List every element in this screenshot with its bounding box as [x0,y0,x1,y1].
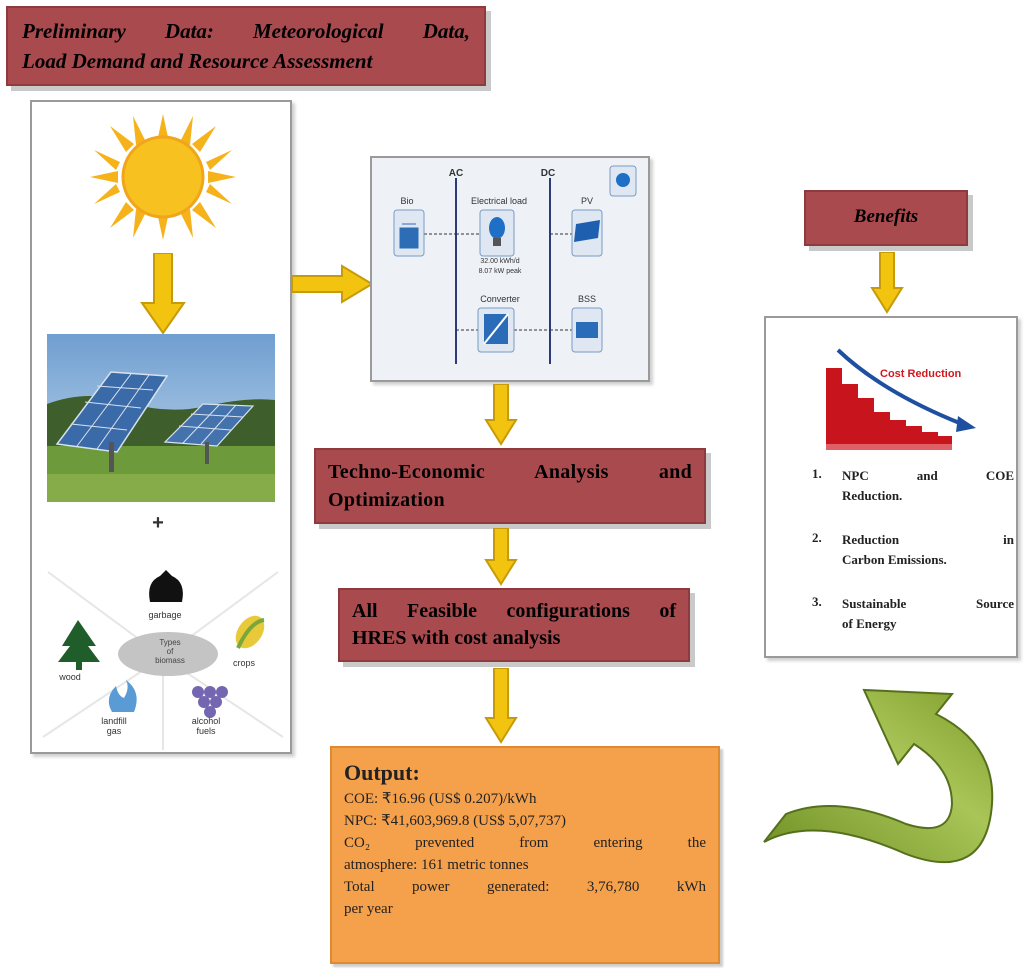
benefit-item-2-num: 2. [812,530,822,545]
benefits-box: Benefits [804,190,968,246]
plus-sign: + [152,512,164,534]
benefit-item-2-line1: Reduction in [842,532,1014,547]
techno-line2: Optimization [328,489,445,511]
schematic-bio-label: Bio [400,196,414,206]
corn-icon [235,615,265,649]
benefits-title: Benefits [853,206,919,227]
output-box: Output: COE: ₹16.96 (US$ 0.207)/kWh NPC:… [330,746,720,964]
garbage-bag-icon [149,570,183,602]
output-npc: NPC: ₹41,603,969.8 (US$ 5,07,737) [344,813,567,829]
biomass-label-garbage: garbage [148,610,182,620]
benefit-item-3-line2: of Energy [842,616,897,631]
schematic-load-sub2: 8.07 kW peak [478,268,522,275]
cost-reduction-chart [826,348,976,450]
feasible-line2: HRES with cost analysis [352,627,561,649]
output-power-line2: per year [344,901,393,917]
output-co2-line2: atmosphere: 161 metric tonnes [344,857,529,873]
output-co2-line1: CO₂ prevented from entering the [344,835,706,851]
benefit-item-1-num: 1. [812,466,822,481]
benefit-item-2-line2: Carbon Emissions. [842,552,947,567]
arrow-benefits-to-list [870,252,904,314]
arrow-sun-to-panel [140,253,186,335]
feasible-line1: All Feasible configurations of [352,600,676,622]
benefit-item-1-line1: NPC and COE [842,468,1014,483]
schematic-load-sub1: 32.00 kWh/d [480,258,520,265]
benefit-item-1-line2: Reduction. [842,488,903,503]
schematic-converter-label: Converter [480,294,520,304]
techno-line1: Techno-Economic Analysis and [328,461,692,483]
biomass-label-alcohol: alcohol fuels [191,716,221,736]
arrow-analysis-to-configurations [484,528,518,586]
output-power-line1: Total power generated: 3,76,780 kWh [344,879,706,895]
benefit-item-1: 1. NPC and COE Reduction. [812,466,1014,510]
benefit-item-3-num: 3. [812,594,822,609]
biomass-center-line3: biomass [155,656,185,665]
benefit-item-2: 2. Reduction in Carbon Emissions. [812,530,1014,574]
preliminary-line2: Load Demand and Resource Assessment [22,49,373,73]
benefit-item-3: 3. Sustainable Source of Energy [812,594,1014,638]
output-heading: Output: [344,760,420,785]
preliminary-line1: Preliminary Data: Meteorological Data, [22,19,470,43]
schematic-ac-label: AC [448,168,464,179]
tree-icon [58,620,100,670]
curved-arrow [763,688,994,864]
biomass-center-line2: of [166,647,174,656]
benefits-panel [764,316,1018,658]
biomass-label-wood: wood [59,672,81,682]
schematic-pv-label: PV [580,196,593,206]
benefit-item-3-line1: Sustainable Source [842,596,1014,611]
biomass-label-crops: crops [232,658,255,668]
schematic-bss-label: BSS [577,294,596,304]
biomass-types-diagram [42,570,284,750]
arrow-resources-to-schematic [292,264,374,304]
arrow-configurations-to-output [484,668,518,744]
grapes-icon [192,686,228,718]
biomass-center-line1: Types [159,638,181,647]
schematic-dc-label: DC [540,168,556,179]
cost-reduction-label: Cost Reduction [880,368,962,380]
system-schematic [393,165,637,364]
feasible-configurations-box: All Feasible configurations of HRES with… [338,588,690,662]
biomass-label-landfill: landfill gas [101,716,127,736]
techno-economic-box: Techno-Economic Analysis and Optimizatio… [314,448,706,524]
biomass-center-label: Types of biomass [140,638,200,665]
output-coe: COE: ₹16.96 (US$ 0.207)/kWh [344,791,537,807]
arrow-schematic-to-analysis [484,384,518,446]
solar-panel-photo [47,334,275,502]
schematic-load-label: Electrical load [470,196,528,206]
flame-icon [108,680,137,712]
sun-icon [90,114,236,240]
preliminary-data-box: Preliminary Data: Meteorological Data, L… [6,6,486,86]
